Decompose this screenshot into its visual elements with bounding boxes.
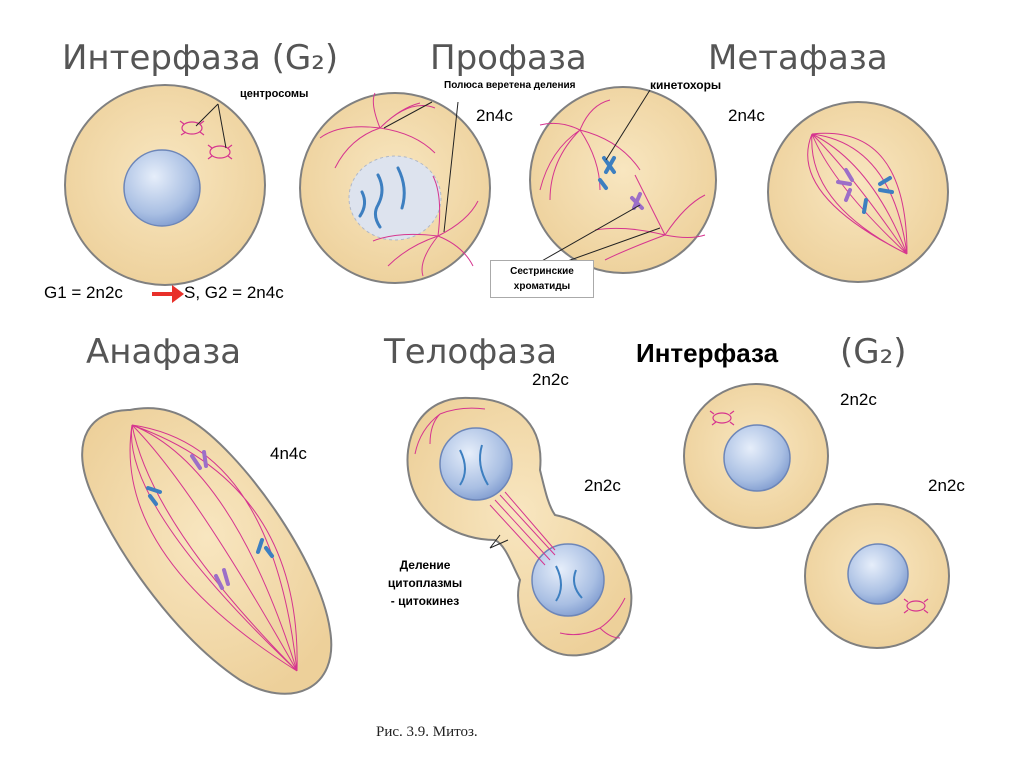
ploidy-metaphase: 2n4c (728, 106, 765, 125)
nucleus (723, 424, 791, 492)
daughter-cell-top (683, 383, 829, 529)
formula-g1: G1 = 2n2c (44, 283, 123, 302)
daughter-nucleus-2 (531, 543, 605, 617)
cytokinesis-pointer (489, 534, 509, 549)
label-sister-chromatids-line1: Сестринские (510, 266, 574, 277)
figure-caption: Рис. 3.9. Митоз. (376, 724, 478, 740)
fading-nucleus (348, 155, 442, 241)
daughter-nucleus-1 (439, 427, 513, 501)
nucleus (847, 543, 909, 605)
title-anaphase: Анафаза (86, 332, 242, 372)
title-prophase: Профаза (430, 38, 587, 78)
title-g2-suffix: (G₂) (840, 332, 907, 372)
label-spindle-poles: Полюса веретена деления (444, 80, 576, 91)
label-cytokinesis-line1: Деление (399, 558, 451, 572)
daughter-cell-bottom (804, 503, 950, 649)
label-cytokinesis: Деление цитоплазмы - цитокинез (380, 556, 470, 610)
label-sister-chromatids: Сестринские хроматиды (490, 260, 594, 298)
spindle-pointer (383, 101, 459, 233)
label-sister-chromatids-line2: хроматиды (513, 281, 571, 292)
title-metaphase: Метафаза (708, 38, 888, 78)
ploidy-interphase-top: 2n2c (840, 390, 877, 409)
label-cytokinesis-line3: - цитокинез (390, 594, 460, 608)
spindle-fibers (319, 92, 479, 277)
ploidy-anaphase: 4n4c (270, 444, 307, 463)
label-centrosomes: центросомы (240, 88, 309, 100)
cell-telophase (406, 396, 633, 657)
formula-s-g2: S, G2 = 2n4c (184, 283, 284, 302)
chromosomes (358, 166, 406, 229)
ploidy-telophase-mid: 2n2c (584, 476, 621, 495)
ploidy-prophase: 2n4c (476, 106, 513, 125)
title-telophase: Телофаза (384, 332, 558, 372)
ploidy-telophase-top: 2n2c (532, 370, 569, 389)
cell-anaphase (81, 407, 333, 695)
label-cytokinesis-line2: цитоплазмы (387, 576, 463, 590)
title-interphase-g2: Интерфаза (G₂) (62, 38, 339, 78)
kinetochore-pointer (605, 89, 651, 161)
title-interphase-bold: Интерфаза (636, 338, 779, 368)
nucleus (123, 149, 201, 227)
cell-metaphase (767, 101, 949, 283)
cell-prometaphase (529, 86, 717, 274)
centrosome-pair (179, 120, 233, 160)
cell-prophase (299, 92, 491, 284)
arrow-icon (152, 285, 184, 303)
ploidy-interphase-right: 2n2c (928, 476, 965, 495)
label-kinetochores: кинетохоры (650, 78, 722, 92)
cell-interphase-g2 (64, 84, 266, 286)
centrosome-pointer (195, 103, 227, 149)
